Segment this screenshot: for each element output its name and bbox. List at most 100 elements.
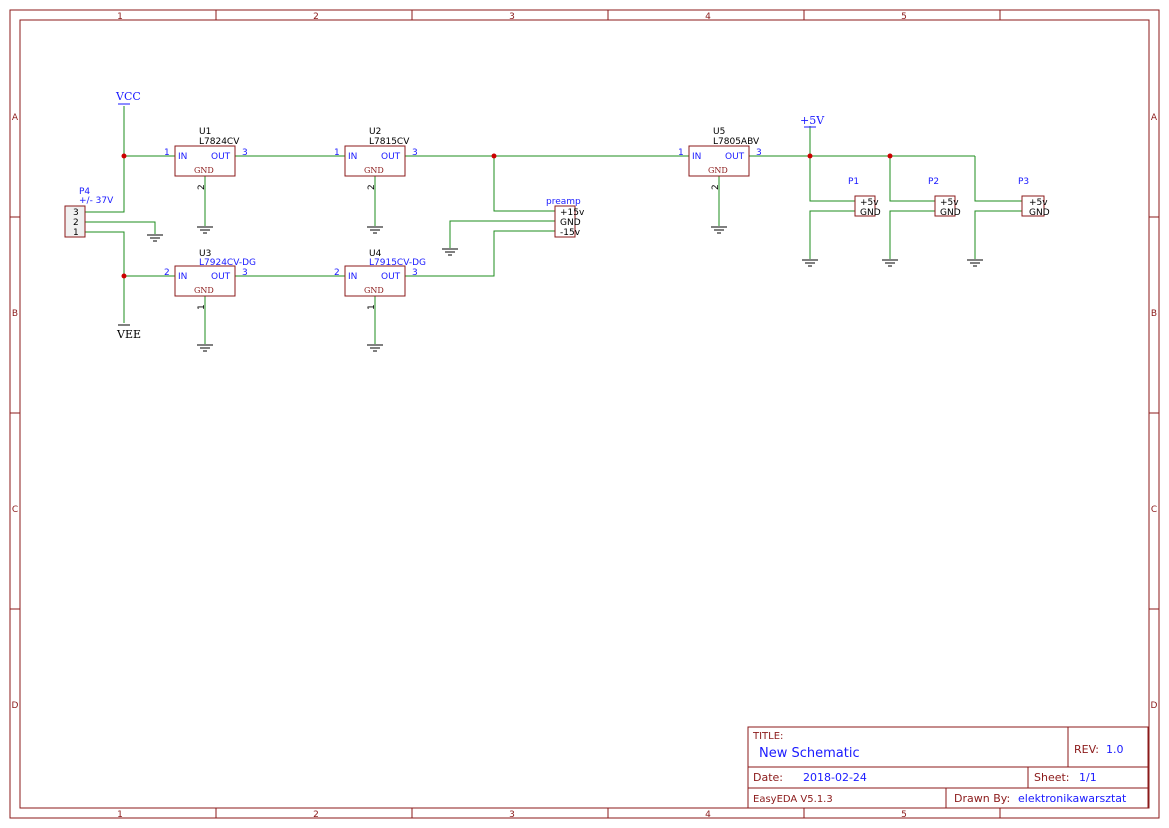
col-label-top: 4 [705,12,711,22]
col-label-bottom: 1 [117,810,123,820]
svg-text:IN: IN [348,272,357,282]
title-label: TITLE: [752,731,783,742]
sheet-value: 1/1 [1079,771,1097,784]
p4-pin-3: 3 [73,208,79,218]
ground-icon [197,226,213,234]
svg-text:3: 3 [412,148,418,158]
svg-text:3: 3 [412,268,418,278]
ground-symbols [147,226,983,352]
svg-text:GND: GND [364,166,384,175]
col-label-bottom: 2 [313,810,319,820]
sheet-frame [9,9,1160,819]
wires [85,106,1022,344]
svg-text:GND: GND [1029,208,1050,218]
svg-text:1: 1 [678,148,684,158]
u2-ref: U2 [369,127,381,137]
regulator-u1[interactable]: U1 L7824CV IN OUT GND 1 3 2 [164,127,248,190]
svg-text:2: 2 [711,184,721,190]
svg-text:1: 1 [197,304,207,310]
svg-text:OUT: OUT [381,152,401,162]
preamp-pin-minus15: -15v [560,228,581,238]
col-label-bottom: 3 [509,810,515,820]
svg-text:P2: P2 [928,177,939,187]
col-label-top: 2 [313,12,319,22]
svg-text:GND: GND [940,208,961,218]
ground-icon [802,259,818,267]
svg-text:2: 2 [164,268,170,278]
ground-icon [967,259,983,267]
ground-icon [367,344,383,352]
date-value: 2018-02-24 [803,771,867,784]
u5-value: L7805ABV [713,137,760,147]
vcc-symbol[interactable]: VCC [115,90,141,105]
svg-text:2: 2 [334,268,340,278]
svg-text:+5V: +5V [800,114,825,127]
junction-dot [121,273,127,279]
junction-dot [807,153,813,159]
svg-text:1: 1 [164,148,170,158]
ground-icon [197,344,213,352]
connector-preamp[interactable]: preamp +15v GND -15v [546,197,585,238]
svg-text:P1: P1 [848,177,859,187]
svg-text:+5v: +5v [860,198,879,208]
ground-icon [711,226,727,234]
svg-text:2: 2 [367,184,377,190]
svg-text:OUT: OUT [725,152,745,162]
software-label: EasyEDA V5.1.3 [753,794,833,805]
col-label-top: 3 [509,12,515,22]
svg-text:OUT: OUT [381,272,401,282]
regulator-u3[interactable]: U3 L7924CV-DG IN OUT GND 2 3 1 [164,249,256,310]
connector-p3[interactable]: P3 +5v GND [1018,177,1050,218]
svg-text:IN: IN [692,152,701,162]
col-label-bottom: 4 [705,810,711,820]
svg-text:VCC: VCC [115,90,141,103]
date-label: Date: [753,771,783,784]
svg-text:3: 3 [242,268,248,278]
drawn-by-value: elektronikawarsztat [1018,792,1127,805]
row-label-left: B [12,309,18,319]
col-label-bottom: 5 [901,810,907,820]
ground-icon [882,259,898,267]
sheet-label: Sheet: [1034,771,1070,784]
u5-ref: U5 [713,127,725,137]
regulator-u5[interactable]: U5 L7805ABV IN OUT GND 1 3 2 [678,127,762,190]
u1-value: L7824CV [199,137,240,147]
preamp-pin-plus15: +15v [560,208,585,218]
preamp-ref: preamp [546,197,581,207]
svg-text:GND: GND [364,286,384,295]
col-label-top: 1 [117,12,123,22]
svg-text:+5v: +5v [1029,198,1048,208]
connector-p4[interactable]: P4 +/- 37V 3 2 1 [64,187,114,238]
regulator-u4[interactable]: U4 L7915CV-DG IN OUT GND 2 3 1 [334,249,426,310]
svg-text:+5v: +5v [940,198,959,208]
svg-text:GND: GND [708,166,728,175]
connector-p1[interactable]: P1 +5v GND [848,177,881,218]
p4-value: +/- 37V [79,196,114,206]
junction-dot [887,153,893,159]
rev-label: REV: [1074,743,1099,756]
row-label-left: D [12,701,19,711]
connector-p2[interactable]: P2 +5v GND [928,177,961,218]
row-label-right: B [1151,309,1157,319]
regulator-u2[interactable]: U2 L7815CV IN OUT GND 1 3 2 [334,127,418,190]
svg-text:IN: IN [178,152,187,162]
junction-dot [121,153,127,159]
row-label-right: A [1151,113,1158,123]
svg-text:3: 3 [242,148,248,158]
drawn-by-label: Drawn By: [954,792,1010,805]
svg-text:GND: GND [860,208,881,218]
u1-ref: U1 [199,127,211,137]
svg-text:GND: GND [194,166,214,175]
ground-icon [147,234,163,242]
p4-pin-2: 2 [73,218,79,228]
title-block: TITLE: New Schematic REV: 1.0 Date: 2018… [747,726,1149,809]
ground-icon [367,226,383,234]
u4-ref: U4 [369,249,382,259]
u3-value: L7924CV-DG [199,258,256,268]
vee-symbol[interactable]: VEE [116,324,141,341]
u4-value: L7915CV-DG [369,258,426,268]
svg-text:OUT: OUT [211,272,231,282]
svg-text:GND: GND [194,286,214,295]
plus5v-symbol[interactable]: +5V [800,114,825,128]
